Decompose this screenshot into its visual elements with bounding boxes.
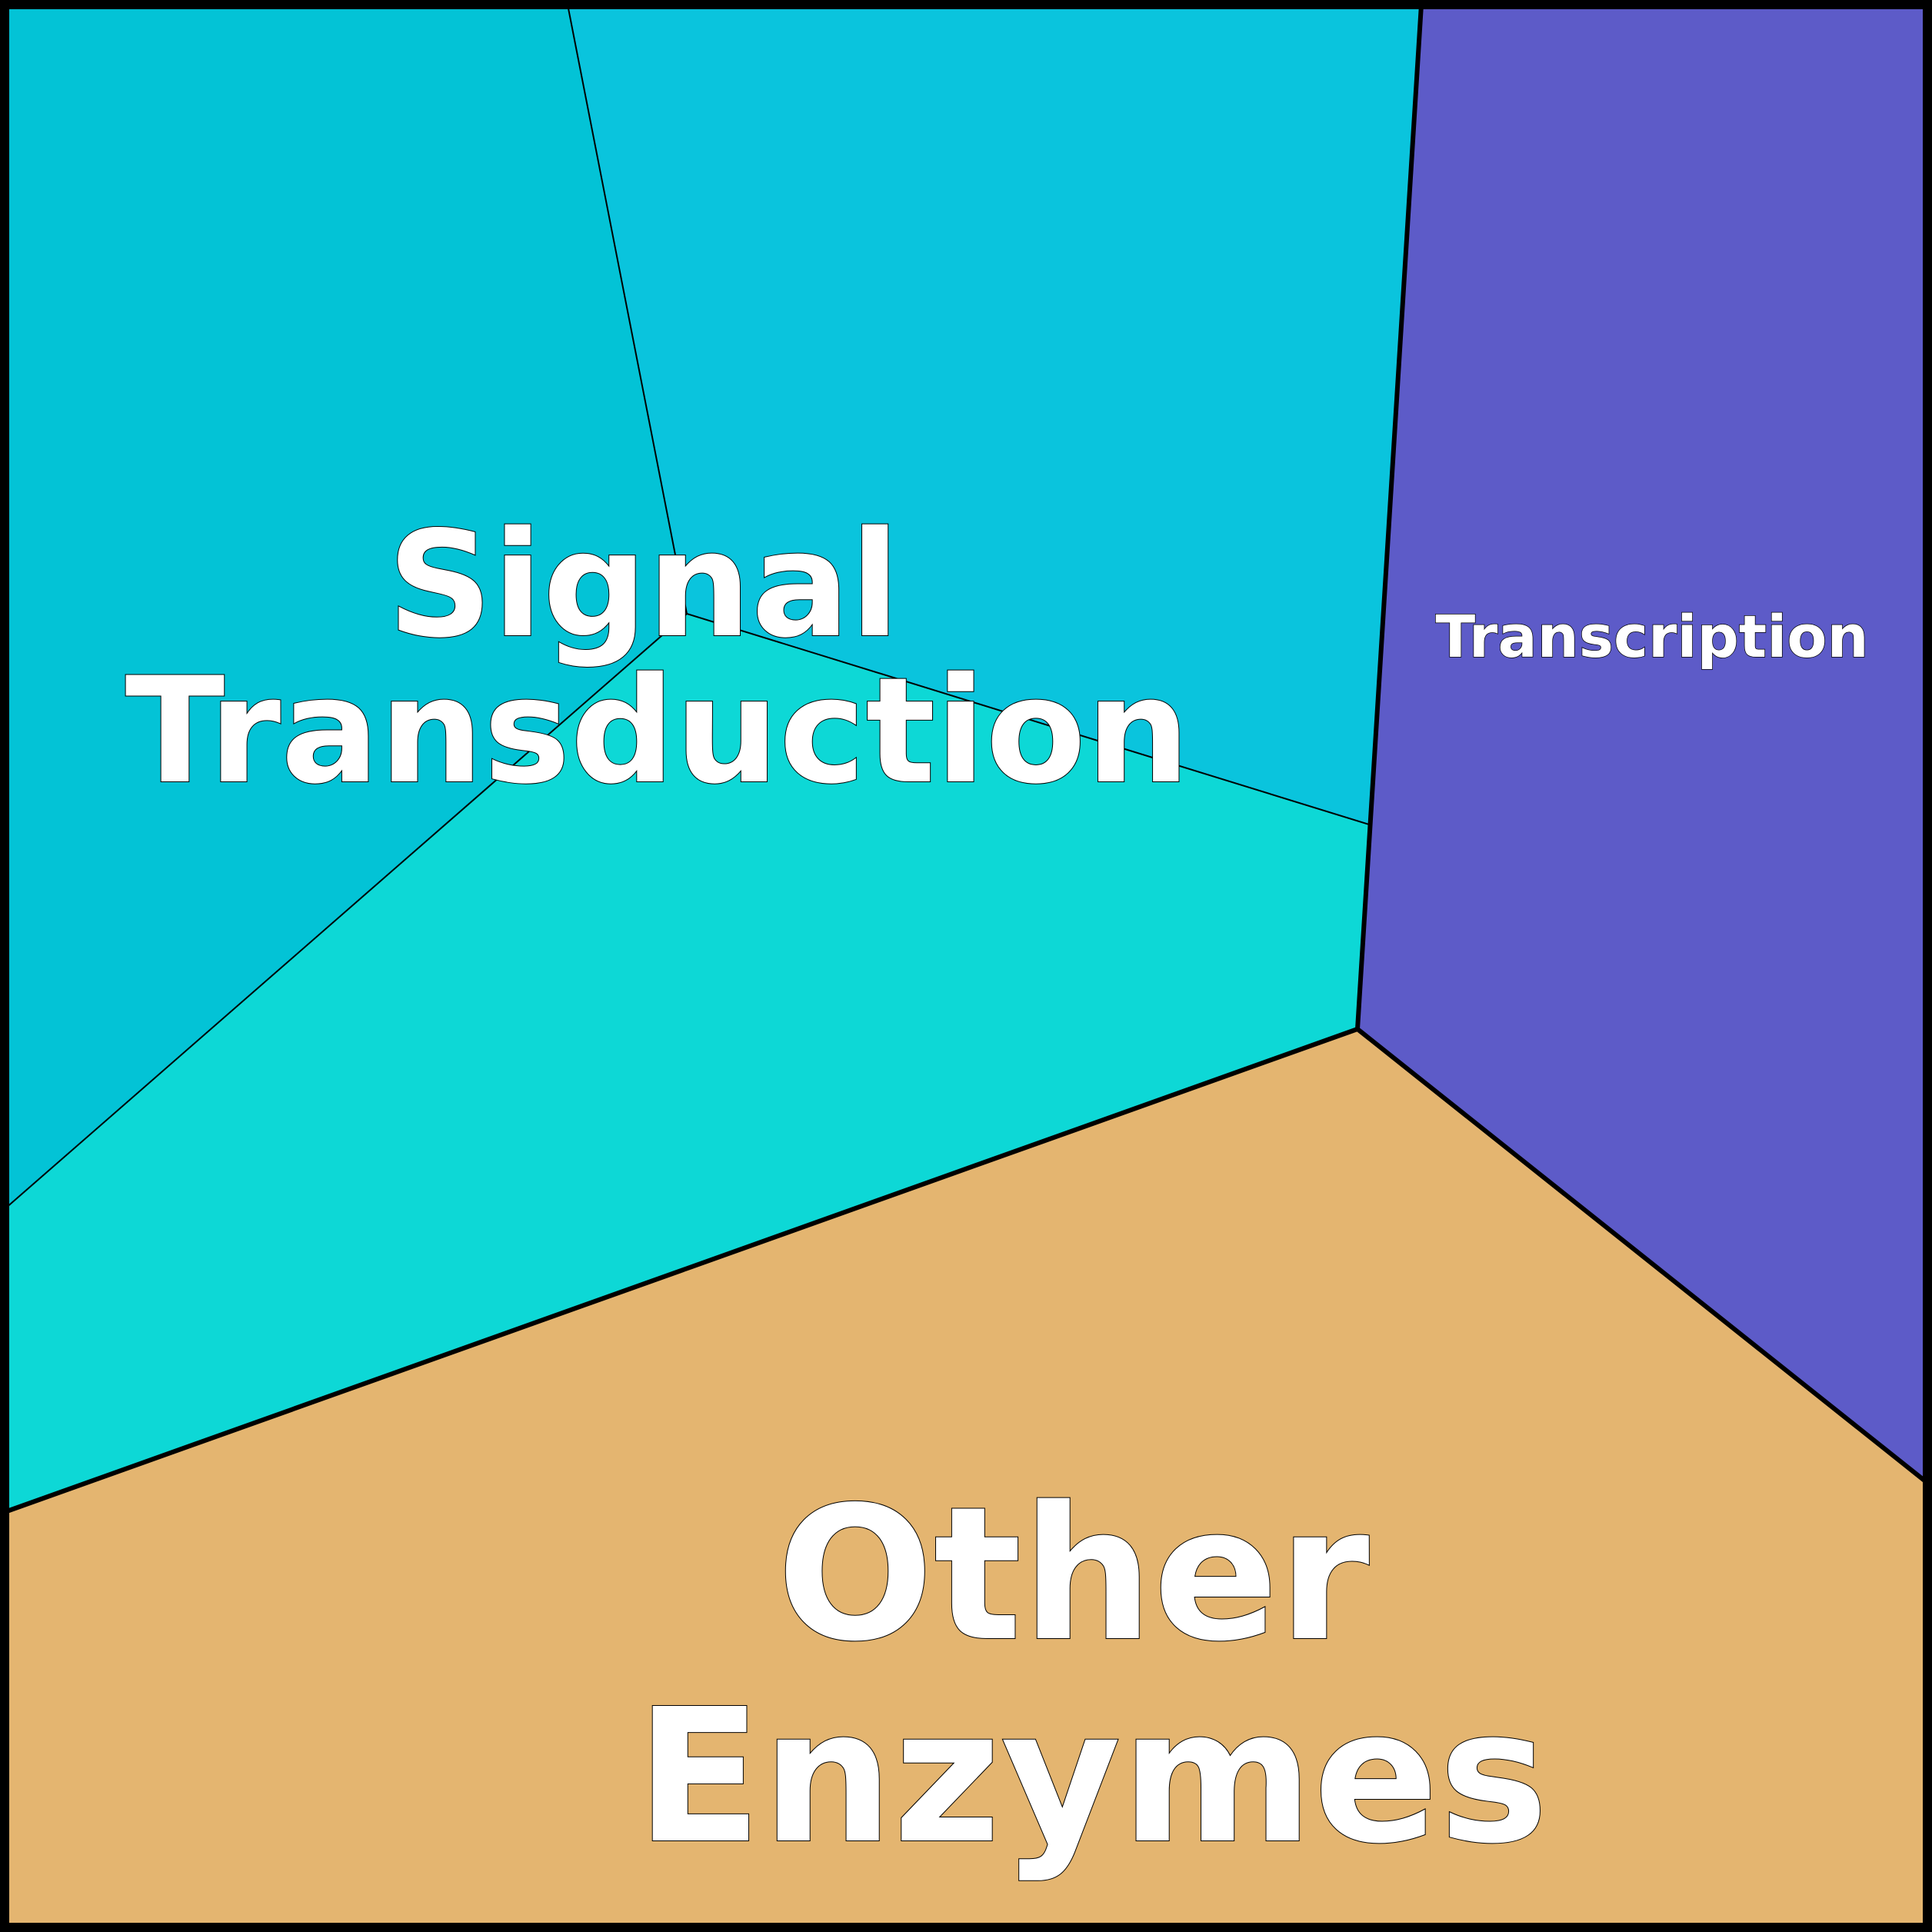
transcription-label: Transcription (1435, 602, 1868, 671)
signal-transduction-subcell-left (5, 5, 687, 1209)
signal-transduction-label-line-1: Signal (388, 500, 901, 670)
subcell-border (4, 613, 688, 1210)
other-enzymes-label-line-2: Enzymes (636, 1669, 1549, 1884)
signal-transduction-label-line-2: Transduction (125, 646, 1191, 816)
transcription-label-line-1: Transcription (1435, 602, 1868, 671)
other-enzymes-label-line-1: Other (777, 1467, 1370, 1682)
transcription-cell (1357, 5, 1927, 1483)
signal-transduction-label: Signal Transduction (125, 500, 1191, 816)
other-enzymes-cell (5, 1029, 1927, 1927)
signal-transduction-subcell-bottom (5, 614, 1369, 1512)
group-border (3, 1027, 1359, 1514)
signal-transduction-subcell-top (568, 5, 1421, 824)
other-enzymes-label: Other Enzymes (636, 1467, 1549, 1884)
